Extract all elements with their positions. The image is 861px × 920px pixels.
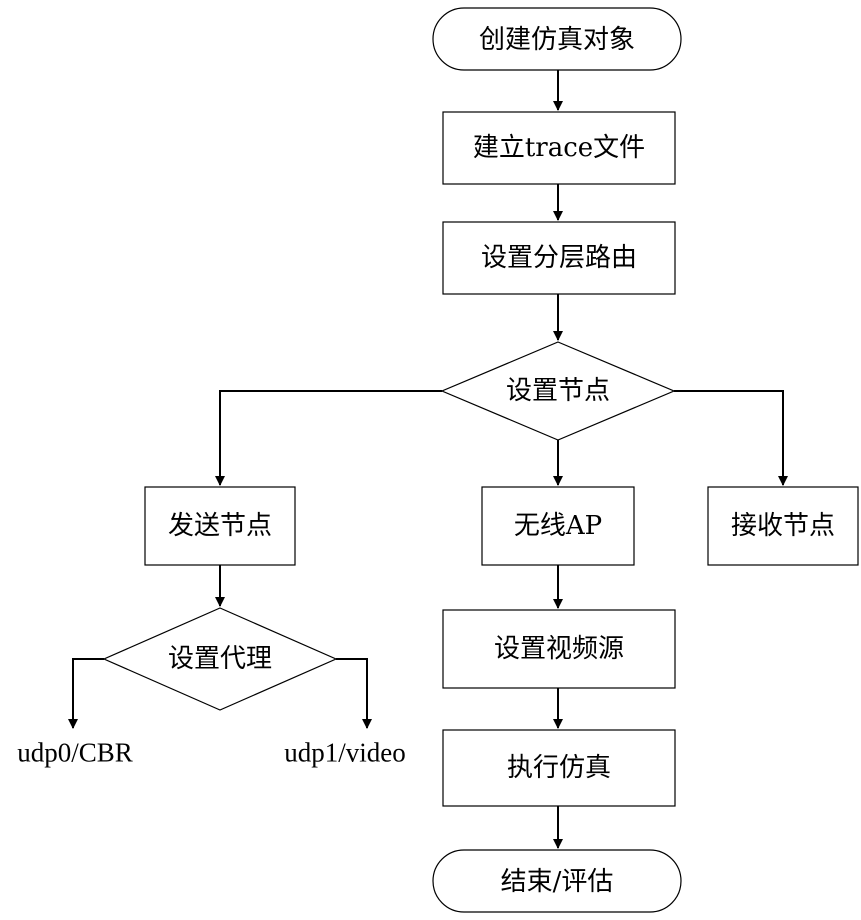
routing-label: 设置分层路由 <box>480 243 638 273</box>
edge-nodes-receiver <box>674 390 788 486</box>
run-sim-box <box>442 729 676 807</box>
routing-box <box>442 221 676 295</box>
trace-label: 建立trace文件 <box>472 133 646 163</box>
edge-nodes-sender <box>215 390 442 486</box>
end-label: 结束/评估 <box>500 867 614 897</box>
start-label: 创建仿真对象 <box>478 25 636 55</box>
edge-agent-udp1 <box>336 658 372 729</box>
receiver-box <box>707 486 859 566</box>
end-terminal <box>432 849 682 913</box>
video-source-label: 设置视频源 <box>493 634 625 664</box>
set-agent-decision <box>102 607 338 711</box>
set-nodes-label: 设置节点 <box>505 376 611 406</box>
run-sim-label: 执行仿真 <box>506 753 612 783</box>
udp1-label: udp1/video <box>284 737 406 768</box>
edge-agent-udp0 <box>68 658 104 729</box>
sender-label: 发送节点 <box>167 511 273 541</box>
trace-box <box>442 111 676 185</box>
receiver-label: 接收节点 <box>730 511 836 541</box>
wireless-ap-label: 无线AP <box>513 511 603 541</box>
udp0-label: udp0/CBR <box>17 737 133 768</box>
set-agent-label: 设置代理 <box>167 644 273 674</box>
sender-box <box>144 486 296 566</box>
video-source-box <box>442 609 676 689</box>
